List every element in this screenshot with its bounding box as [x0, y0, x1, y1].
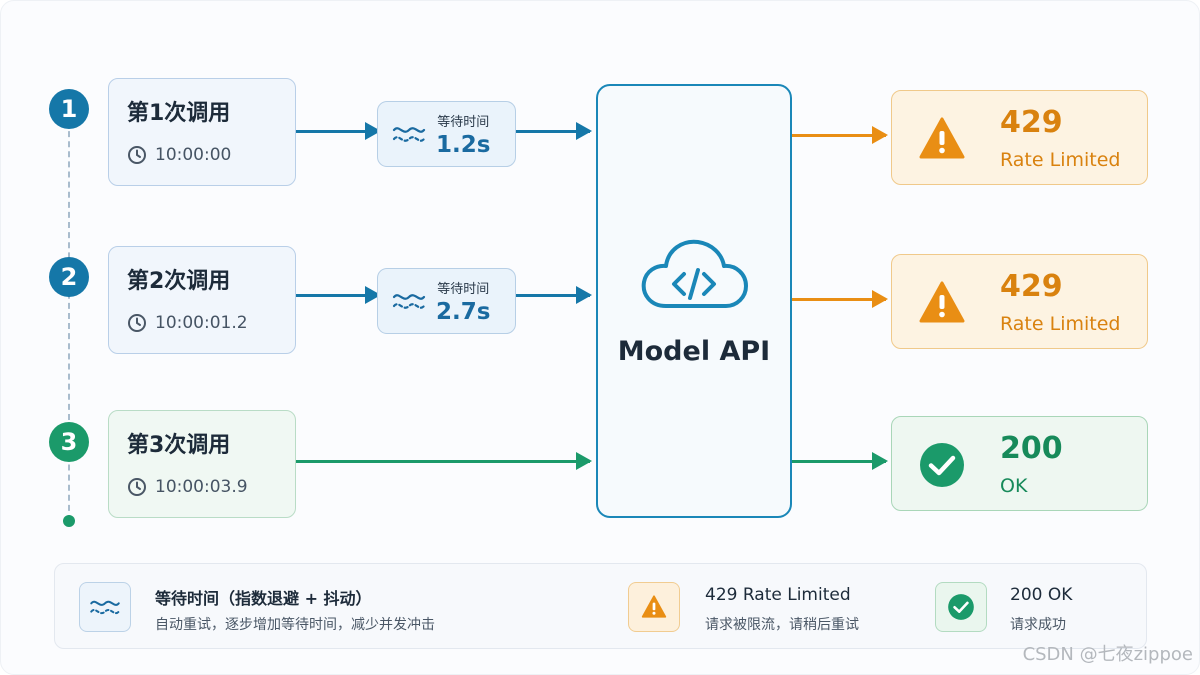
arrow-wait-2-to-api	[516, 286, 592, 304]
wait-value: 2.7s	[436, 298, 491, 325]
call-box-3: 第3次调用 10:00:03.9	[108, 410, 296, 518]
result-code: 429	[1000, 269, 1063, 304]
legend-429-title: 429 Rate Limited	[705, 585, 851, 605]
wait-value: 1.2s	[436, 131, 491, 158]
warning-icon	[641, 595, 667, 618]
model-api-box: Model API	[596, 84, 792, 518]
wave-icon	[392, 127, 426, 142]
arrow-call-2-to-wait	[296, 286, 381, 304]
call-title: 第3次调用	[127, 433, 231, 458]
wait-label: 等待时间	[437, 114, 490, 130]
arrow-api-to-result-2	[792, 290, 888, 308]
arrow-wait-1-to-api	[516, 122, 592, 140]
step-number-2: 2	[49, 257, 89, 297]
cloud-code-icon	[641, 239, 748, 308]
result-text: Rate Limited	[1000, 313, 1121, 335]
legend: 等待时间（指数退避 + 抖动） 自动重试，逐步增加等待时间，减少并发冲击 429…	[54, 563, 1147, 649]
watermark: CSDN @七夜zippoe	[1022, 644, 1193, 665]
step-number-1: 1	[49, 89, 89, 129]
warning-icon	[919, 117, 965, 159]
legend-200-desc: 请求成功	[1010, 617, 1066, 633]
call-time-value: 10:00:01.2	[155, 313, 248, 333]
wait-chip-1: 等待时间 1.2s	[377, 101, 516, 167]
arrow-api-to-result-1	[792, 126, 888, 144]
clock-icon	[128, 478, 146, 496]
legend-warning-icon-box	[628, 582, 680, 632]
check-circle-icon	[948, 594, 974, 620]
timeline-line	[68, 121, 70, 521]
result-box-3: 200 OK	[891, 416, 1148, 511]
wave-icon	[392, 294, 426, 309]
legend-wait-title: 等待时间（指数退避 + 抖动）	[155, 589, 372, 608]
result-text: OK	[1000, 475, 1028, 497]
result-code: 429	[1000, 105, 1063, 140]
arrow-call-3-to-api	[296, 452, 592, 470]
wait-chip-2: 等待时间 2.7s	[377, 268, 516, 334]
clock-icon	[128, 314, 146, 332]
legend-wave-icon-box	[79, 582, 131, 632]
result-box-1: 429 Rate Limited	[891, 90, 1148, 185]
result-code: 200	[1000, 431, 1063, 466]
check-circle-icon	[920, 443, 964, 487]
call-title: 第2次调用	[127, 269, 231, 294]
result-text: Rate Limited	[1000, 149, 1121, 171]
step-number-3: 3	[49, 422, 89, 462]
arrow-api-to-result-3	[792, 452, 888, 470]
legend-wait-desc: 自动重试，逐步增加等待时间，减少并发冲击	[155, 617, 435, 633]
warning-icon	[919, 281, 965, 323]
wave-icon	[90, 600, 120, 615]
call-box-1: 第1次调用 10:00:00	[108, 78, 296, 186]
legend-check-icon-box	[935, 582, 987, 632]
call-time: 10:00:03.9	[127, 477, 277, 497]
call-title: 第1次调用	[127, 101, 231, 126]
call-time: 10:00:00	[127, 145, 277, 165]
api-title: Model API	[617, 336, 771, 367]
call-time-value: 10:00:03.9	[155, 477, 248, 497]
timeline-end-dot	[63, 515, 75, 527]
call-time: 10:00:01.2	[127, 313, 277, 333]
result-box-2: 429 Rate Limited	[891, 254, 1148, 349]
legend-429-desc: 请求被限流，请稍后重试	[705, 617, 859, 633]
legend-200-title: 200 OK	[1010, 585, 1073, 605]
call-time-value: 10:00:00	[155, 145, 232, 165]
arrow-call-1-to-wait	[296, 122, 381, 140]
wait-label: 等待时间	[437, 281, 490, 297]
call-box-2: 第2次调用 10:00:01.2	[108, 246, 296, 354]
clock-icon	[128, 146, 146, 164]
